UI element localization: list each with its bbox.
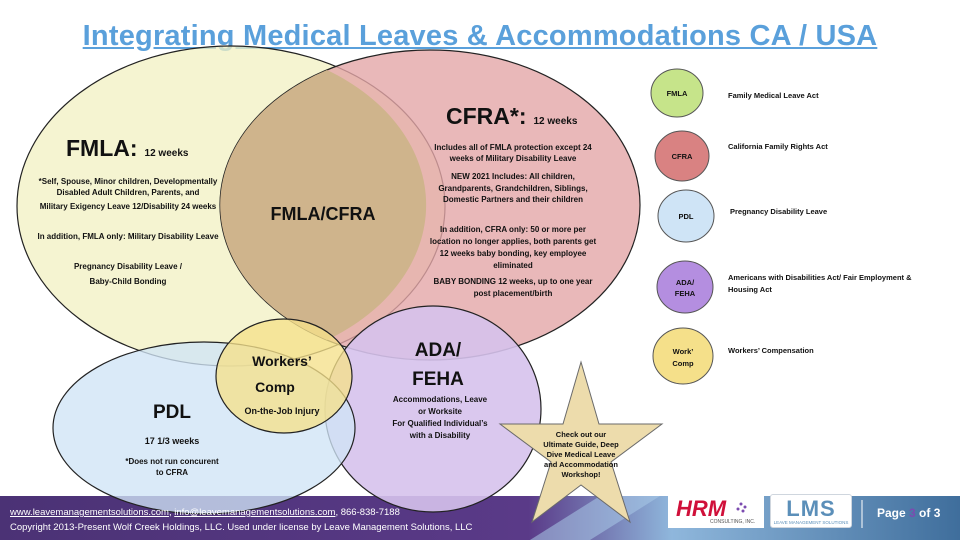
legend: FMLA Family Medical Leave Act CFRA Calif… bbox=[650, 68, 912, 385]
legend-description: California Family Rights Act bbox=[728, 142, 828, 151]
website-link[interactable]: www.leavemanagementsolutions.com bbox=[10, 507, 169, 518]
hrm-logo: HRM bbox=[676, 496, 727, 521]
pdl-heading: PDL bbox=[153, 402, 191, 423]
pdl-weeks: 17 1/3 weeks bbox=[145, 436, 200, 446]
star-text-line[interactable]: Ultimate Guide, Deep bbox=[543, 440, 619, 449]
legend-badge-label: CFRA bbox=[672, 152, 693, 161]
fmla-text-line: Pregnancy Disability Leave / bbox=[74, 262, 183, 271]
page-current: 3 bbox=[909, 506, 916, 520]
cfra-text-line: Includes all of FMLA protection except 2… bbox=[434, 143, 592, 152]
fmla-cfra-overlap bbox=[220, 70, 427, 340]
fmla-text-line: *Self, Spouse, Minor children, Developme… bbox=[39, 177, 218, 186]
cfra-text-line: BABY BONDING 12 weeks, up to one year bbox=[433, 277, 592, 286]
fmla-text-line: Baby-Child Bonding bbox=[90, 277, 167, 286]
page-suffix: of 3 bbox=[915, 506, 941, 520]
ada-heading: FEHA bbox=[412, 369, 464, 390]
fmla-text-line: Disabled Adult Children, Parents, and bbox=[57, 188, 200, 197]
lms-logo-text: LMS bbox=[786, 496, 836, 521]
cfra-text-line: In addition, CFRA only: 50 or more per bbox=[440, 225, 586, 234]
ada-text-line: or Worksite bbox=[418, 407, 462, 416]
fmla-text-line: Military Exigency Leave 12/Disability 24… bbox=[40, 202, 217, 211]
star-shape bbox=[498, 360, 664, 524]
lms-logo-subtitle: LEAVE MANAGEMENT SOLUTIONS bbox=[773, 520, 849, 525]
legend-description: Family Medical Leave Act bbox=[728, 91, 819, 100]
fmla-text-line: In addition, FMLA only: Military Disabil… bbox=[37, 232, 219, 241]
star-text-line[interactable]: Dive Medical Leave bbox=[547, 450, 616, 459]
hrm-logo-box bbox=[668, 494, 764, 528]
footer-phone: , 866-838-7188 bbox=[335, 507, 400, 518]
legend-badge-label: Comp bbox=[672, 359, 694, 368]
cfra-text-line: 12 weeks baby bonding, key employee bbox=[440, 249, 587, 258]
footer-copyright: Copyright 2013-Present Wolf Creek Holdin… bbox=[10, 522, 473, 533]
star-text-line[interactable]: and Accommodation bbox=[544, 460, 618, 469]
cfra-text-line: location no longer applies, both parents… bbox=[430, 237, 597, 246]
ada-text-line: with a Disability bbox=[409, 431, 471, 440]
footer-separator: , bbox=[168, 507, 175, 518]
cfra-text-line: eliminated bbox=[493, 261, 533, 270]
ada-text-line: Accommodations, Leave bbox=[393, 395, 488, 404]
cfra-text-line: NEW 2021 Includes: All children, bbox=[451, 172, 575, 181]
hrm-logo-dots bbox=[736, 502, 747, 513]
email-link[interactable]: info@leavemanagementsolutions.com bbox=[174, 507, 336, 518]
legend-badge-label: FEHA bbox=[675, 289, 696, 298]
legend-badge-label: ADA/ bbox=[676, 278, 695, 287]
legend-badge-ada bbox=[656, 260, 714, 314]
ada-text-line: For Qualified Individual’s bbox=[392, 419, 488, 428]
hrm-logo-subtitle: CONSULTING, INC. bbox=[710, 519, 756, 525]
workers-comp-circle bbox=[215, 318, 353, 434]
workers-comp-subtitle: On-the-Job Injury bbox=[245, 406, 320, 416]
cfra-text-line: Domestic Partners and their children bbox=[443, 195, 583, 204]
star-text-line[interactable]: Workshop! bbox=[561, 470, 600, 479]
ada-heading: ADA/ bbox=[415, 340, 462, 361]
workers-comp-title: Workers’ bbox=[252, 353, 312, 369]
page-prefix: Page bbox=[877, 506, 910, 520]
legend-badge-label: PDL bbox=[679, 212, 694, 221]
legend-badge-fmla bbox=[650, 68, 704, 118]
footer-stripe bbox=[530, 496, 660, 540]
legend-badge-pdl bbox=[657, 189, 715, 243]
legend-badge-workers-comp bbox=[652, 327, 714, 385]
cfra-text-line: post placement/birth bbox=[474, 289, 553, 298]
footer-contact: www.leavemanagementsolutions.com, info@l… bbox=[10, 507, 400, 518]
legend-badge-label: Work’ bbox=[673, 347, 694, 356]
cfra-text-line: weeks of Military Disability Leave bbox=[449, 154, 577, 163]
fmla-heading: FMLA:12 weeks bbox=[66, 135, 189, 161]
legend-badge-cfra bbox=[654, 130, 710, 182]
fmla-cfra-label: FMLA/CFRA bbox=[271, 204, 376, 224]
pdl-note: *Does not run concurent bbox=[125, 457, 219, 466]
legend-description: Americans with Disabilities Act/ Fair Em… bbox=[728, 273, 912, 282]
legend-badge-label: FMLA bbox=[667, 89, 688, 98]
cfra-text-line: Grandparents, Grandchildren, Siblings, bbox=[438, 184, 587, 193]
legend-description: Pregnancy Disability Leave bbox=[730, 207, 827, 216]
star-text-line[interactable]: Check out our bbox=[556, 430, 607, 439]
pdl-note: to CFRA bbox=[156, 468, 188, 477]
legend-description: Housing Act bbox=[728, 285, 772, 294]
page-number: Page 3 of 3 bbox=[877, 506, 940, 520]
legend-description: Workers’ Compensation bbox=[728, 346, 814, 355]
cfra-heading: CFRA*:12 weeks bbox=[446, 103, 578, 129]
lms-logo: LMS LEAVE MANAGEMENT SOLUTIONS bbox=[770, 494, 852, 528]
workers-comp-title: Comp bbox=[255, 379, 295, 395]
